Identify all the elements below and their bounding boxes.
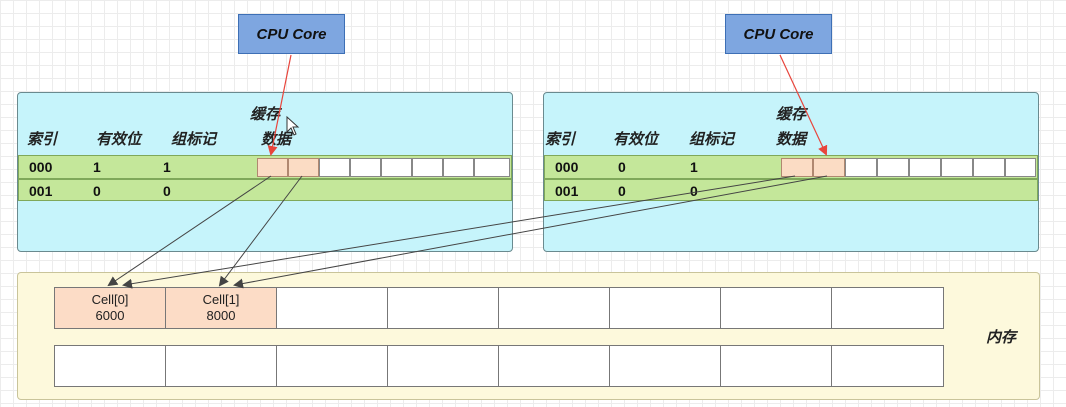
row-index: 001 <box>555 183 579 199</box>
data-block-5 <box>941 158 973 177</box>
data-block-2 <box>319 158 350 177</box>
data-block-4 <box>909 158 941 177</box>
col-index-header: 索引 <box>545 131 576 148</box>
cache-row-001: 001 0 0 <box>18 179 512 201</box>
col-data-header: 数据 <box>261 131 292 148</box>
memory-cell <box>276 287 388 329</box>
col-tag-header: 组标记 <box>689 131 735 148</box>
memory-cell <box>720 345 832 387</box>
memory-cell <box>831 345 944 387</box>
data-block-1 <box>813 158 845 177</box>
memory-cell <box>387 287 499 329</box>
data-block-6 <box>973 158 1005 177</box>
data-block-0 <box>257 158 288 177</box>
cell-value: 6000 <box>95 308 125 323</box>
memory-cell <box>387 345 499 387</box>
memory-cell <box>276 345 388 387</box>
cache-row-000: 000 1 1 <box>18 155 512 179</box>
cell-name: Cell[1] <box>202 292 240 307</box>
data-block-7 <box>1005 158 1036 177</box>
row-tag: 0 <box>690 183 698 199</box>
row-tag: 1 <box>163 159 171 175</box>
row-tag: 1 <box>690 159 698 175</box>
cache-row-000: 000 0 1 <box>544 155 1038 179</box>
data-block-2 <box>845 158 877 177</box>
memory-label: 内存 <box>986 329 1017 346</box>
col-valid-header: 有效位 <box>96 131 142 148</box>
row-valid: 0 <box>618 183 626 199</box>
cache-title: 缓存 <box>776 106 807 123</box>
row-valid: 0 <box>93 183 101 199</box>
row-index: 000 <box>555 159 579 175</box>
memory-cell <box>831 287 944 329</box>
cache-title: 缓存 <box>250 106 281 123</box>
memory-cell <box>165 345 277 387</box>
memory-cell <box>720 287 832 329</box>
col-tag-header: 组标记 <box>171 131 217 148</box>
memory-cell <box>498 287 610 329</box>
memory-cell-0: Cell[0] 6000 <box>54 287 166 329</box>
data-block-0 <box>781 158 813 177</box>
memory-cell <box>609 287 721 329</box>
col-valid-header: 有效位 <box>613 131 659 148</box>
memory-cell <box>498 345 610 387</box>
row-valid: 1 <box>93 159 101 175</box>
cache-right: 缓存 索引 有效位 组标记 数据 000 0 1 001 0 0 <box>543 92 1039 252</box>
data-block-7 <box>474 158 510 177</box>
data-block-5 <box>412 158 443 177</box>
memory-cell-1: Cell[1] 8000 <box>165 287 277 329</box>
cpu-core-right: CPU Core <box>725 14 832 54</box>
row-index: 000 <box>29 159 53 175</box>
data-block-1 <box>288 158 319 177</box>
col-index-header: 索引 <box>27 131 58 148</box>
data-block-3 <box>350 158 381 177</box>
cell-name: Cell[0] <box>91 292 129 307</box>
row-tag: 0 <box>163 183 171 199</box>
row-index: 001 <box>29 183 53 199</box>
data-block-6 <box>443 158 474 177</box>
cell-value: 8000 <box>206 308 236 323</box>
cpu-core-left: CPU Core <box>238 14 345 54</box>
data-block-4 <box>381 158 412 177</box>
row-valid: 0 <box>618 159 626 175</box>
cache-left: 缓存 索引 有效位 组标记 数据 000 1 1 001 0 0 <box>17 92 513 252</box>
data-block-3 <box>877 158 909 177</box>
col-data-header: 数据 <box>776 131 807 148</box>
memory-box: Cell[0] 6000 Cell[1] 8000 内存 <box>17 272 1040 400</box>
memory-cell <box>609 345 721 387</box>
cache-row-001: 001 0 0 <box>544 179 1038 201</box>
memory-cell <box>54 345 166 387</box>
